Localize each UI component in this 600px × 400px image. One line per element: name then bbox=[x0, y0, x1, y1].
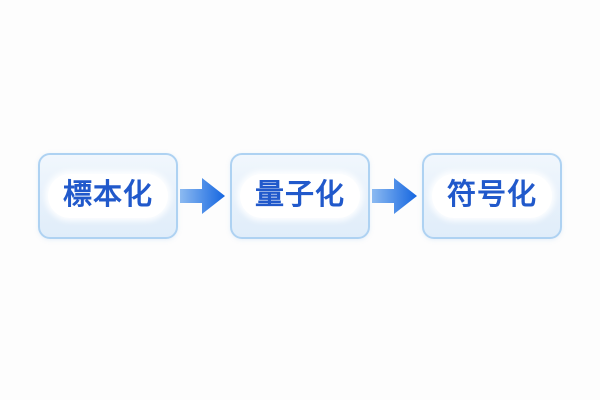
node-label-sampling: 標本化 bbox=[62, 176, 153, 211]
node-label-pill: 符号化 bbox=[431, 173, 552, 219]
right-arrow-icon bbox=[180, 178, 225, 214]
node-label-encoding: 符号化 bbox=[446, 176, 537, 211]
flow-node-sampling: 標本化 bbox=[38, 153, 178, 239]
flow-node-quantization: 量子化 bbox=[230, 153, 370, 239]
node-label-quantization: 量子化 bbox=[254, 176, 345, 211]
node-label-pill: 量子化 bbox=[239, 173, 360, 219]
node-label-pill: 標本化 bbox=[47, 173, 168, 219]
right-arrow-icon bbox=[372, 178, 417, 214]
flow-node-encoding: 符号化 bbox=[422, 153, 562, 239]
flow-row: 標本化 量子化 bbox=[38, 153, 562, 239]
